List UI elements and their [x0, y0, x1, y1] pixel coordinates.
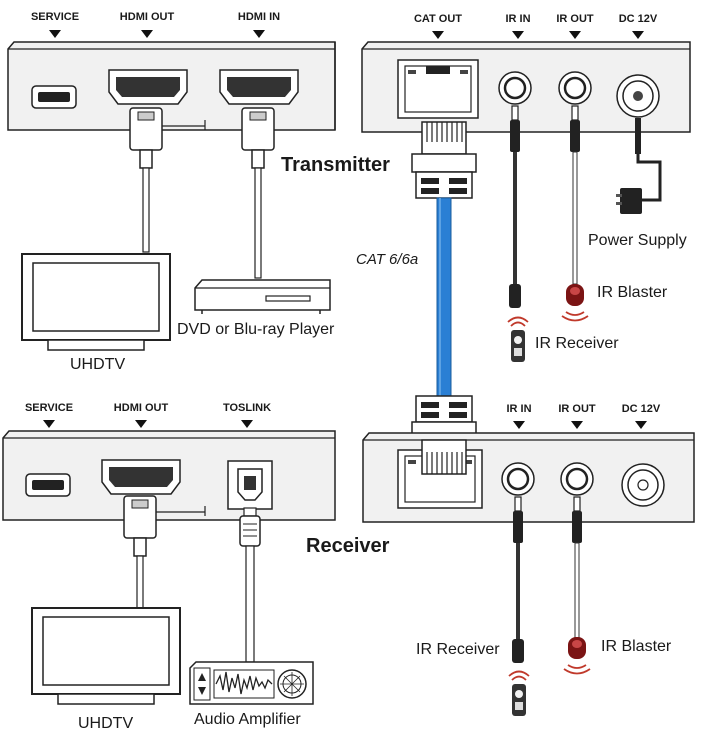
arrow-down-icon: [43, 420, 55, 428]
tx-ir-in-label: IR IN: [505, 13, 531, 25]
hdmi-cable-to-player: [241, 107, 275, 279]
arrow-down-icon: [571, 421, 583, 429]
ir-blaster-icon: [561, 284, 589, 322]
receiver-right-unit: [362, 432, 695, 523]
arrow-down-icon: [49, 30, 61, 38]
arrow-down-icon: [513, 421, 525, 429]
power-adapter-icon: [616, 188, 642, 214]
micro-usb-port-icon: [31, 85, 77, 109]
tx-display-label: UHDTV: [70, 356, 126, 373]
arrow-down-icon: [432, 31, 444, 39]
port-arrows-bottom: [43, 420, 647, 429]
arrow-down-icon: [635, 421, 647, 429]
tx-ir-blaster-cable: [570, 105, 580, 285]
ir-receiver-icon: [507, 316, 529, 362]
power-supply-label: Power Supply: [588, 232, 687, 249]
rx-dc-label: DC 12V: [621, 403, 661, 415]
dc-jack-icon: [616, 74, 660, 118]
port-arrows-top: [49, 30, 644, 39]
transmitter-title: Transmitter: [281, 154, 390, 176]
audio-jack-icon: [498, 71, 532, 105]
transmitter-left-unit: [7, 41, 336, 131]
rx-toslink-label: TOSLINK: [222, 402, 272, 414]
cable-label: CAT 6/6a: [356, 251, 419, 268]
dvd-player-icon: [194, 279, 331, 314]
arrow-down-icon: [569, 31, 581, 39]
dc-jack-icon: [621, 463, 665, 507]
rj45-plug-bottom-head: [421, 439, 467, 475]
rx-ir-receiver-label: IR Receiver: [416, 641, 500, 658]
hdmi-port-icon: [108, 69, 188, 105]
arrow-down-icon: [253, 30, 265, 38]
rj45-port-icon: [397, 59, 479, 119]
hdmi-port-icon: [101, 459, 181, 495]
tx-ir-receiver-label: IR Receiver: [535, 335, 619, 352]
arrow-down-icon: [632, 31, 644, 39]
audio-amp-label: Audio Amplifier: [194, 711, 301, 728]
micro-usb-port-icon: [25, 473, 71, 497]
ir-blaster-icon: [563, 637, 591, 675]
arrow-down-icon: [512, 31, 524, 39]
tv-icon: [31, 607, 181, 705]
ir-receiver-icon: [508, 670, 530, 716]
receiver-left-unit: [2, 430, 336, 521]
rx-display-label: UHDTV: [78, 715, 134, 732]
arrow-down-icon: [241, 420, 253, 428]
rx-service-label: SERVICE: [24, 402, 74, 414]
rx-hdmi-out-label: HDMI OUT: [113, 402, 169, 414]
rx-ir-blaster-label: IR Blaster: [601, 638, 672, 655]
tx-ir-out-label: IR OUT: [556, 13, 594, 25]
tx-ir-blaster-label: IR Blaster: [597, 284, 668, 301]
transmitter-right-unit: [361, 41, 691, 133]
arrow-down-icon: [135, 420, 147, 428]
audio-jack-icon: [560, 462, 594, 496]
toslink-cable: [239, 507, 261, 663]
rx-ir-out-label: IR OUT: [558, 403, 596, 415]
rx-ir-in-label: IR IN: [506, 403, 532, 415]
tx-hdmi-in-label: HDMI IN: [237, 11, 281, 23]
tx-hdmi-out-label: HDMI OUT: [119, 11, 175, 23]
rx-ir-receiver-cable: [512, 496, 524, 663]
audio-jack-icon: [501, 462, 535, 496]
tx-dc-label: DC 12V: [618, 13, 658, 25]
arrow-down-icon: [141, 30, 153, 38]
hdmi-cable-to-rx-tv: [123, 495, 157, 609]
source-player-label: DVD or Blu-ray Player: [177, 321, 335, 338]
audio-jack-icon: [558, 71, 592, 105]
toslink-port-icon: [227, 460, 273, 510]
cat-cable: [436, 197, 452, 397]
tv-icon: [21, 253, 171, 351]
rj45-plug-top: [411, 121, 477, 199]
tx-cat-out-label: CAT OUT: [413, 13, 463, 25]
hdmi-cable-to-tv: [129, 107, 163, 253]
tx-service-label: SERVICE: [30, 11, 80, 23]
hdmi-port-icon: [219, 69, 299, 105]
audio-amplifier-icon: [189, 661, 314, 705]
power-adapter-cable: [635, 118, 662, 202]
tx-ir-receiver-cable: [509, 105, 521, 308]
receiver-title: Receiver: [306, 535, 390, 557]
rx-ir-blaster-cable: [572, 496, 582, 640]
